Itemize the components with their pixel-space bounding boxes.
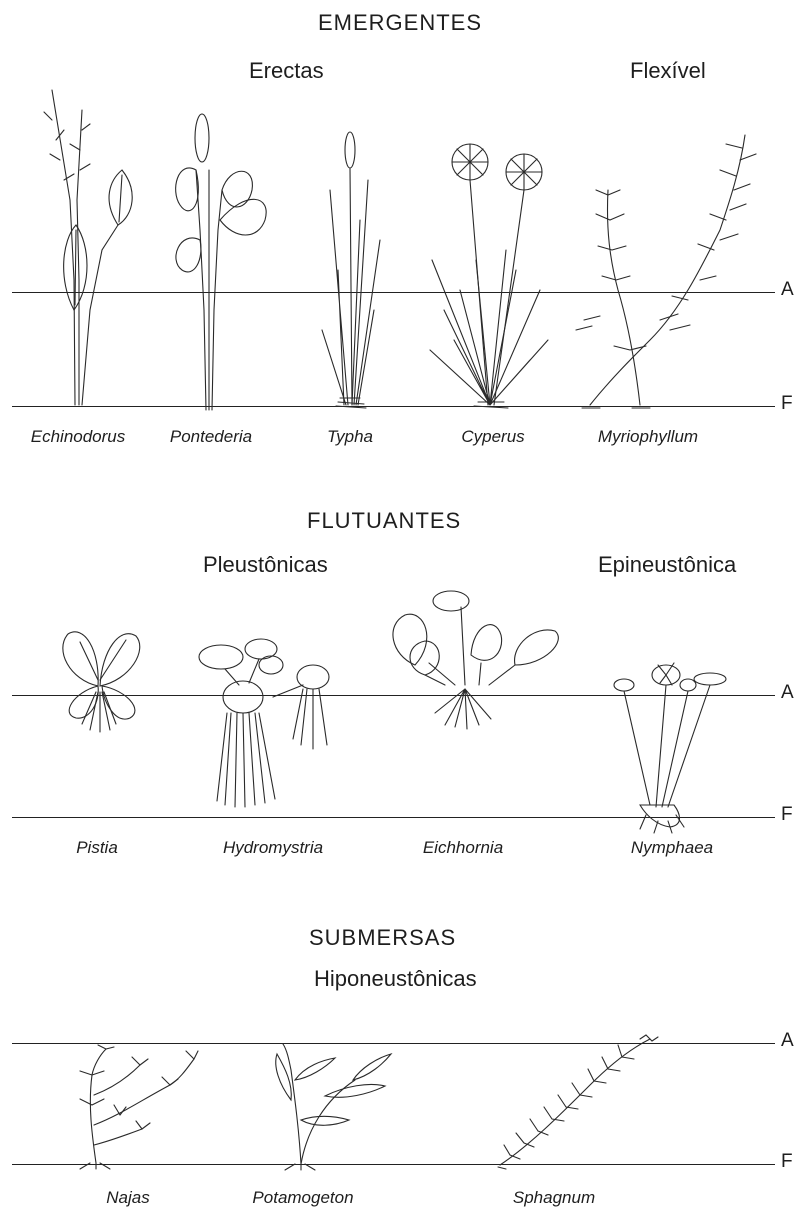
genus-label: Myriophyllum <box>598 427 698 447</box>
genus-label: Najas <box>106 1188 149 1208</box>
section-title-submersas: SUBMERSAS <box>309 925 456 951</box>
genus-label: Hydromystria <box>223 838 323 858</box>
nymphaea-illustration <box>610 655 740 840</box>
surface-label-submersas: A <box>781 1030 794 1052</box>
subtitle-hiponeustonicas: Hiponeustônicas <box>314 966 477 992</box>
subtitle-flexivel: Flexível <box>630 58 706 84</box>
genus-label: Pistia <box>76 838 118 858</box>
bottom-label-emergentes: F <box>781 393 793 415</box>
genus-label: Echinodorus <box>31 427 126 447</box>
bottom-label-flutuantes: F <box>781 804 793 826</box>
subtitle-epineustonica: Epineustônica <box>598 552 736 578</box>
genus-label: Nymphaea <box>631 838 713 858</box>
genus-label: Potamogeton <box>252 1188 353 1208</box>
myriophyllum-illustration <box>570 120 770 410</box>
subtitle-erectas: Erectas <box>249 58 324 84</box>
cyperus-illustration <box>420 140 560 412</box>
hydromystria-illustration <box>195 635 345 813</box>
subtitle-pleustonicas: Pleustônicas <box>203 552 328 578</box>
typha-illustration <box>310 130 400 412</box>
genus-label: Sphagnum <box>513 1188 595 1208</box>
surface-label-emergentes: A <box>781 279 794 301</box>
potamogeton-illustration <box>265 1040 405 1170</box>
genus-label: Cyperus <box>461 427 524 447</box>
genus-label: Typha <box>327 427 373 447</box>
genus-label: Pontederia <box>170 427 252 447</box>
najas-illustration <box>70 1045 200 1170</box>
eichhornia-illustration <box>385 585 565 730</box>
genus-label: Eichhornia <box>423 838 503 858</box>
section-title-emergentes: EMERGENTES <box>318 10 482 36</box>
pontederia-illustration <box>160 110 280 415</box>
bottom-label-submersas: F <box>781 1151 793 1173</box>
echinodorus-illustration <box>30 80 150 410</box>
surface-label-flutuantes: A <box>781 682 794 704</box>
section-title-flutuantes: FLUTUANTES <box>307 508 461 534</box>
sphagnum-illustration <box>490 1035 660 1170</box>
pistia-illustration <box>50 620 150 735</box>
